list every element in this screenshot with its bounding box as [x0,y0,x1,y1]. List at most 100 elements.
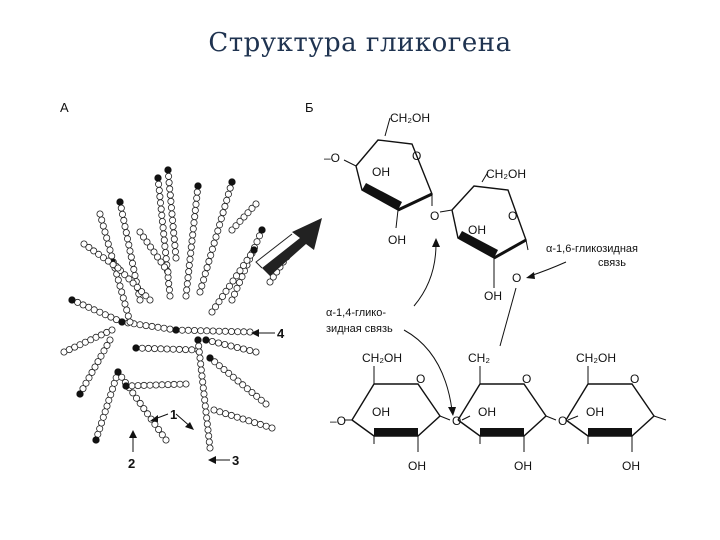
glucose-bead [160,263,168,271]
glucose-bead [85,243,93,251]
page-title: Структура гликогена [208,28,512,58]
glucose-bead [212,233,220,241]
glucose-bead [233,343,241,351]
glucose-bead [80,240,88,248]
glucose-bead [96,210,104,218]
glucose-bead [100,347,108,355]
glucose-bead [236,267,244,275]
glucose-bead [244,209,252,217]
branch-point [116,198,124,206]
glucose-bead [193,194,201,202]
glucose-bead [195,342,203,350]
glucose-bead [209,327,217,335]
glucose-bead [183,280,191,288]
ch2oh-label: CH₂OH [362,351,402,365]
glucose-bead [190,219,198,227]
glucose-bead [197,366,205,374]
glucose-bead [148,322,156,330]
glucose-bead [248,388,256,396]
panel-b-label: Б [305,100,314,115]
glucose-bead [133,283,141,291]
glucose-bead [143,410,151,418]
branch-point [68,296,76,304]
glucose-bead [94,358,102,366]
glucose-bead [155,425,163,433]
glucose-bead [251,419,259,427]
glucose-bead [169,216,177,224]
glucose-bead [120,216,128,224]
glucose-bead [184,274,192,282]
glucose-bead [189,225,197,233]
glucose-bead [157,345,165,353]
glucose-bead [131,271,139,279]
glucose-bead [239,261,247,269]
glucose-bead [221,327,229,335]
glucose-bead [101,228,109,236]
glucose-bead [208,308,216,316]
bond-o-label: –O [324,151,340,165]
glucose-bead [160,230,168,238]
branch-point [122,382,130,390]
glucose-bead [239,345,247,353]
glucose-bead [151,345,159,353]
glucose-bead [200,390,208,398]
glucose-ring-bottom [457,383,547,437]
link-o-label: O [512,271,521,285]
callout-number-3: 3 [232,453,239,468]
glucose-bead [253,392,261,400]
glucose-bead [243,256,251,264]
glucose-bead [139,233,147,241]
glucose-bead [119,210,127,218]
glucose-bead [146,243,154,251]
oh-label: OH [468,223,486,237]
glucose-bead [129,389,137,397]
branch-point [228,178,236,186]
glucose-bead [140,381,148,389]
glucose-bead [208,337,216,345]
glucose-bead [162,248,170,256]
callout-number-4: 4 [277,326,285,341]
branch-point [172,326,180,334]
glucose-bead [117,204,125,212]
glucose-bead [227,342,235,350]
glucose-bead [187,249,195,257]
glucose-bead [167,197,175,205]
glucose-bead [203,327,211,335]
glucose-bead [146,296,154,304]
branch-point [258,226,266,234]
glucose-bead [232,222,240,230]
branch-point [194,336,202,344]
glucose-bead [215,298,223,306]
glucose-bead [252,200,260,208]
glucose-bead [186,255,194,263]
glucose-bead [201,396,209,404]
glucose-bead [188,346,196,354]
glucose-bead [166,292,174,300]
glucose-bead [191,206,199,214]
glucose-bead [240,213,248,221]
alpha-1-4-label-line1: α-1,4-глико- [326,307,386,319]
glucose-bead [121,222,129,230]
glucose-bead [253,238,261,246]
glucose-bead [171,248,179,256]
glucose-bead [202,408,210,416]
glucose-bead [138,288,146,296]
ch2oh-label: CH₂OH [486,167,526,181]
glucose-bead [191,213,199,221]
glucose-bead [127,253,135,261]
glucose-bead [230,290,238,298]
glucose-bead [95,250,103,258]
glucose-bead [189,231,197,239]
glucose-bead [256,420,264,428]
glucose-bead [150,248,158,256]
glucose-bead [216,221,224,229]
glucose-bead [125,275,133,283]
glucose-bead [182,292,190,300]
glucose-bead [157,205,165,213]
alpha-1-6-label-line1: α-1,6-гликозидная [546,243,638,255]
glucose-bead [246,251,254,259]
glucose-bead [164,381,172,389]
glucose-bead [221,202,229,210]
glucose-bead [218,292,226,300]
